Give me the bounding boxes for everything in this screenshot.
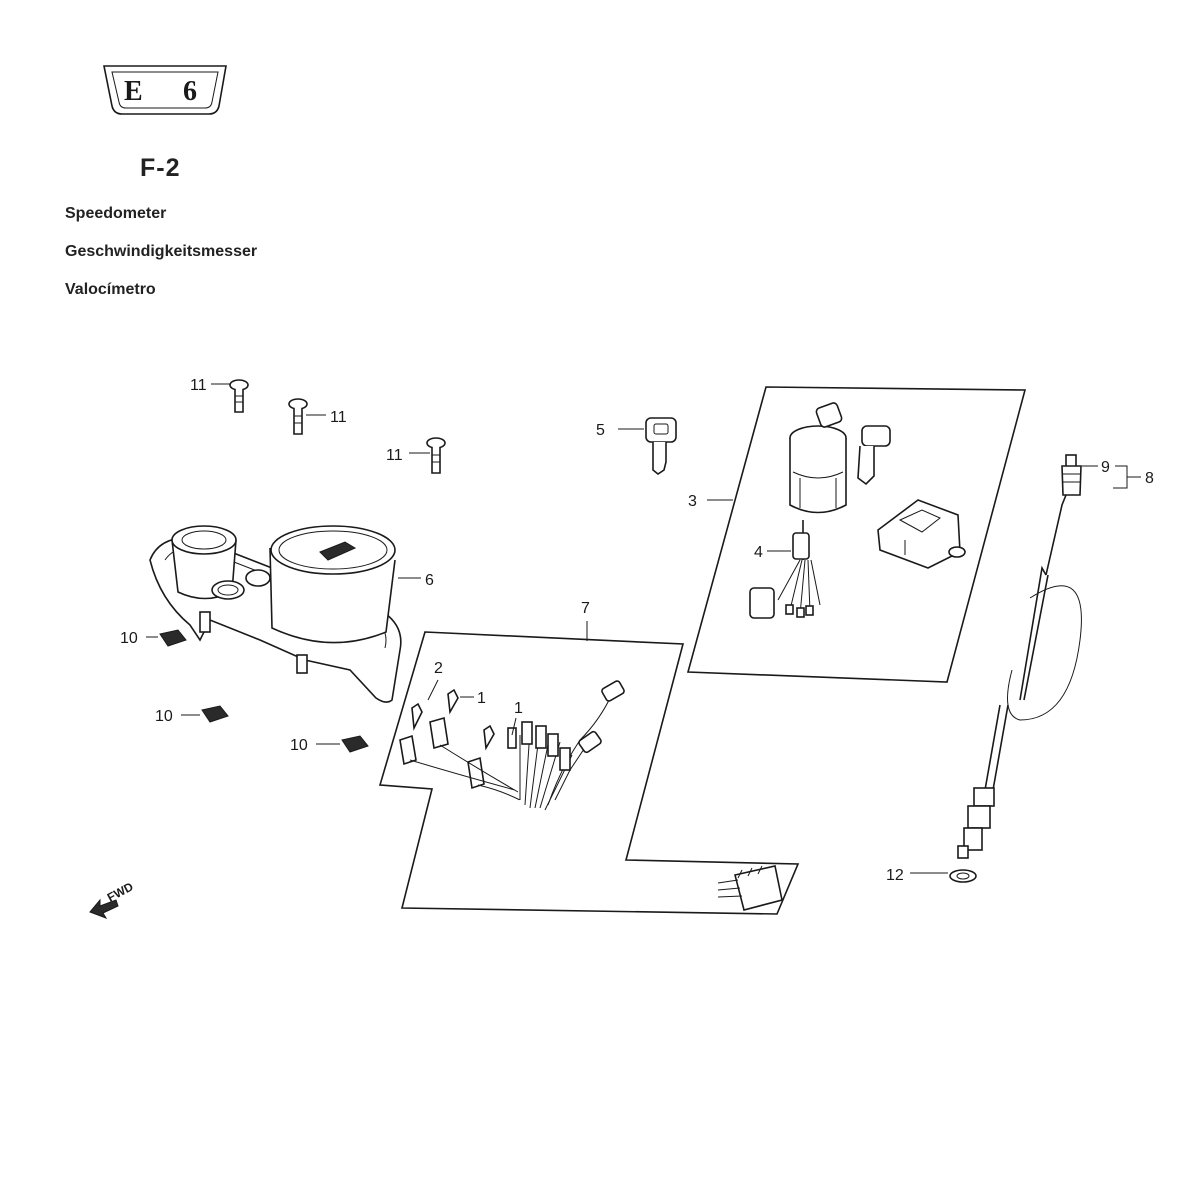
section-code: F-2 bbox=[140, 154, 181, 182]
callout-8: 8 bbox=[1145, 470, 1154, 487]
screw-part bbox=[229, 379, 249, 413]
speedometer-cable bbox=[910, 454, 1141, 883]
callout-1: 1 bbox=[514, 700, 523, 717]
callout-1: 1 bbox=[477, 690, 486, 707]
callout-11: 11 bbox=[386, 447, 403, 464]
callout-9: 9 bbox=[1101, 459, 1110, 476]
callout-2: 2 bbox=[434, 660, 443, 677]
callout-11: 11 bbox=[330, 409, 347, 426]
ignition-switch-assembly bbox=[686, 386, 1027, 683]
callout-5: 5 bbox=[596, 422, 605, 439]
badge-number: 6 bbox=[183, 76, 197, 107]
wire-harness-assembly bbox=[378, 621, 800, 915]
callout-10: 10 bbox=[290, 737, 308, 754]
title-german: Geschwindigkeitsmesser bbox=[65, 243, 258, 260]
title-english: Speedometer bbox=[65, 205, 167, 222]
forward-direction-indicator: FWD bbox=[89, 879, 136, 919]
section-badge: E 6 bbox=[103, 65, 227, 115]
callout-7: 7 bbox=[581, 600, 590, 617]
badge-letter: E bbox=[124, 76, 143, 107]
screw-part bbox=[288, 398, 308, 435]
callout-11: 11 bbox=[190, 377, 207, 394]
callout-6: 6 bbox=[425, 572, 434, 589]
speedometer-meter-part bbox=[149, 525, 421, 703]
clip-part bbox=[316, 735, 369, 753]
title-spanish: Valocímetro bbox=[65, 281, 156, 298]
key-part bbox=[618, 417, 677, 475]
fwd-label: FWD bbox=[105, 879, 136, 904]
screw-part bbox=[426, 437, 446, 474]
clip-part bbox=[181, 705, 229, 723]
callout-10: 10 bbox=[155, 708, 173, 725]
clip-part bbox=[146, 629, 187, 647]
callout-4: 4 bbox=[754, 544, 763, 561]
callout-3: 3 bbox=[688, 493, 697, 510]
callout-10: 10 bbox=[120, 630, 138, 647]
callout-12: 12 bbox=[886, 867, 904, 884]
